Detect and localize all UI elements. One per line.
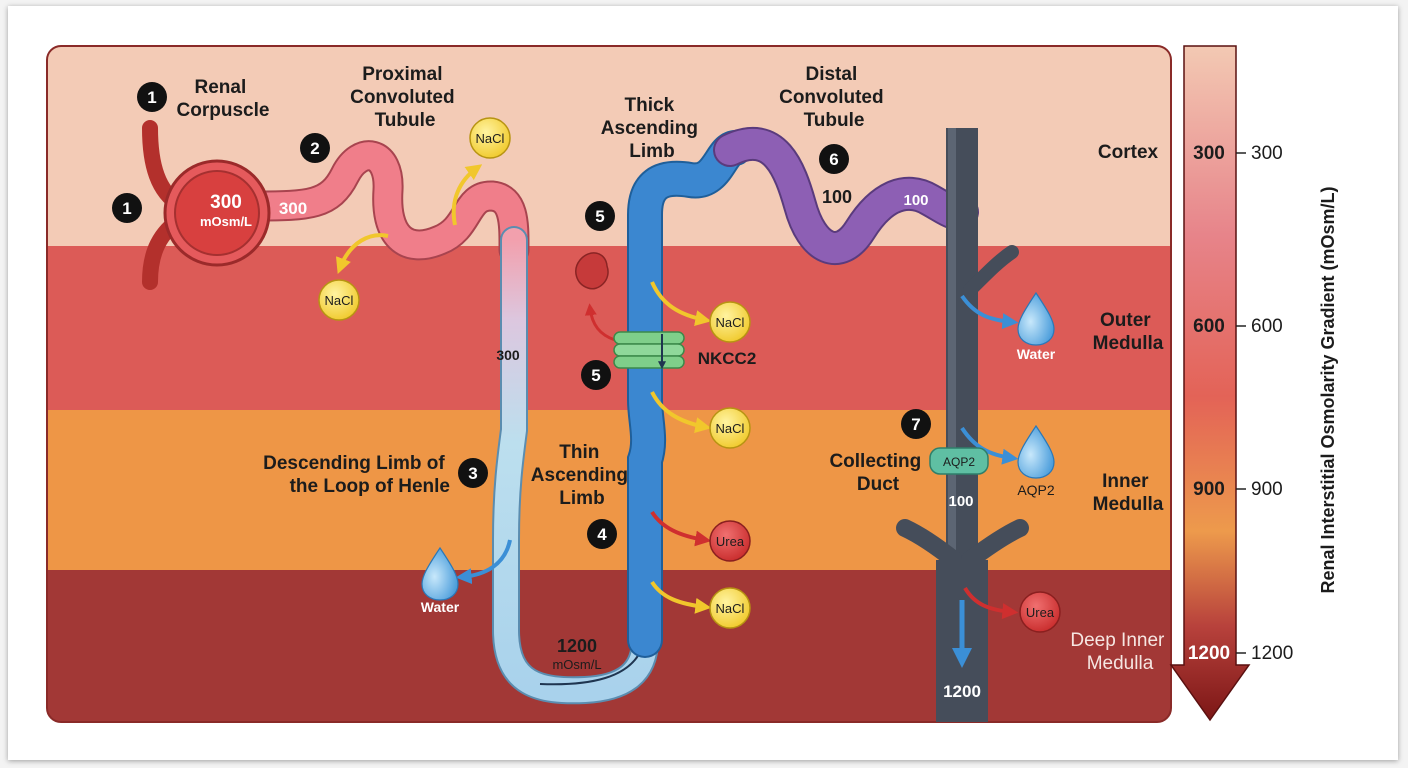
tick-label-600: 600: [1251, 316, 1283, 337]
svg-text:NaCl: NaCl: [325, 293, 354, 308]
scale-ticks: [1236, 152, 1246, 654]
dct-label: Distal Convoluted Tubule: [779, 64, 889, 131]
corpuscle-osm-value: 300: [210, 192, 242, 213]
nkcc2-label: NKCC2: [698, 349, 757, 368]
descending-mid-value: 300: [496, 347, 520, 363]
nacl-bubble: NaCl: [709, 587, 751, 629]
nacl-bubble: NaCl: [709, 407, 751, 449]
pct-start-value: 300: [279, 199, 307, 218]
k-recycle-arrow: [584, 303, 616, 342]
tick-label-1200: 1200: [1251, 643, 1293, 664]
corpuscle-osm-unit: mOsm/L: [200, 214, 252, 229]
step-badge-2: 2: [300, 133, 330, 163]
nkcc2-transporter: [613, 331, 685, 370]
svg-text:Urea: Urea: [1026, 605, 1055, 620]
cd-bottom-value: 1200: [943, 682, 981, 701]
thin-nacl-arrow: [650, 580, 712, 614]
svg-text:4: 4: [597, 525, 607, 544]
step-badge-1: 1: [137, 82, 167, 112]
potassium-cell-icon: [575, 252, 609, 290]
step-badge-3: 3: [458, 458, 488, 488]
zone-label-outer-medulla: Outer Medulla: [1093, 310, 1164, 354]
scale-value-600: 600: [1193, 316, 1225, 337]
zone-label-cortex: Cortex: [1098, 142, 1159, 163]
tal-nacl-arrow-2: [650, 391, 712, 433]
cd-mid-value: 100: [948, 493, 973, 510]
tal-nacl-arrow-1: [650, 281, 712, 326]
thin-urea-arrow: [650, 510, 712, 547]
thick-ascending-label: Thick Ascending Limb: [601, 95, 703, 162]
scale-value-900: 900: [1193, 479, 1225, 500]
water-drop-icon: [1017, 424, 1055, 479]
pct-label: Proximal Convoluted Tubule: [350, 64, 460, 131]
cd-urea-arrow: [963, 586, 1019, 620]
svg-text:2: 2: [310, 139, 319, 158]
svg-text:Urea: Urea: [716, 534, 745, 549]
water-label: Water: [421, 599, 460, 615]
cd-water-arrow-1: [960, 294, 1019, 330]
tick-label-900: 900: [1251, 479, 1283, 500]
dct-value-2: 100: [903, 192, 928, 209]
nacl-bubble: NaCl: [469, 117, 511, 159]
water-label: Water: [1017, 346, 1056, 362]
outer-medulla-zone: [47, 246, 1171, 410]
aqp2-water-label: AQP2: [1017, 482, 1055, 498]
desc-water-arrow: [455, 539, 512, 585]
scale-value-300: 300: [1193, 143, 1225, 164]
urea-bubble: Urea: [1019, 591, 1061, 633]
svg-text:1: 1: [122, 199, 131, 218]
urea-bubble: Urea: [709, 520, 751, 562]
scale-value-1200: 1200: [1188, 643, 1230, 664]
renal-corpuscle-label: Renal Corpuscle: [177, 77, 270, 121]
scale-title: Renal Interstitial Osmolarity Gradient (…: [1318, 186, 1338, 593]
water-drop-icon: [421, 546, 459, 601]
svg-text:5: 5: [595, 207, 604, 226]
svg-text:NaCl: NaCl: [716, 421, 745, 436]
step-badge-4: 4: [587, 519, 617, 549]
tick-label-300: 300: [1251, 143, 1283, 164]
svg-text:6: 6: [829, 150, 838, 169]
collecting-duct-label: Collecting Duct: [829, 451, 926, 495]
svg-text:NaCl: NaCl: [716, 601, 745, 616]
loop-flow-arrow: [539, 645, 644, 686]
pct-nacl-arrow-up: [451, 164, 483, 226]
nacl-bubble: NaCl: [318, 279, 360, 321]
step-badge-5: 5: [581, 360, 611, 390]
svg-text:NaCl: NaCl: [716, 315, 745, 330]
pct-nacl-arrow-down: [335, 233, 389, 274]
aqp2-channel-label: AQP2: [943, 455, 975, 469]
step-badge-5: 5: [585, 201, 615, 231]
zone-label-deep-inner-medulla: Deep Inner Medulla: [1070, 630, 1169, 674]
loop-tip-unit: mOsm/L: [552, 657, 601, 672]
thin-ascending-label: Thin Ascending Limb: [531, 442, 633, 509]
step-badge-1: 1: [112, 193, 142, 223]
svg-text:3: 3: [468, 464, 477, 483]
svg-text:5: 5: [591, 366, 600, 385]
svg-text:1: 1: [147, 88, 156, 107]
diagram-panel-border: [46, 45, 1172, 723]
nacl-bubble: NaCl: [709, 301, 751, 343]
renal-corpuscle: [163, 159, 271, 267]
svg-text:NaCl: NaCl: [476, 131, 505, 146]
loop-tip-value: 1200: [557, 636, 597, 656]
descending-limb-label: Descending Limb of the Loop of Henle: [263, 453, 450, 497]
step-badge-6: 6: [819, 144, 849, 174]
svg-text:7: 7: [911, 415, 920, 434]
water-drop-icon: [1017, 291, 1055, 346]
dct-value-1: 100: [822, 187, 852, 207]
zone-label-inner-medulla: Inner Medulla: [1093, 471, 1164, 515]
osmolarity-scale: [1169, 45, 1251, 722]
collecting-duct: [896, 128, 1029, 722]
aqp2-channel: [929, 447, 989, 475]
step-badge-7: 7: [901, 409, 931, 439]
